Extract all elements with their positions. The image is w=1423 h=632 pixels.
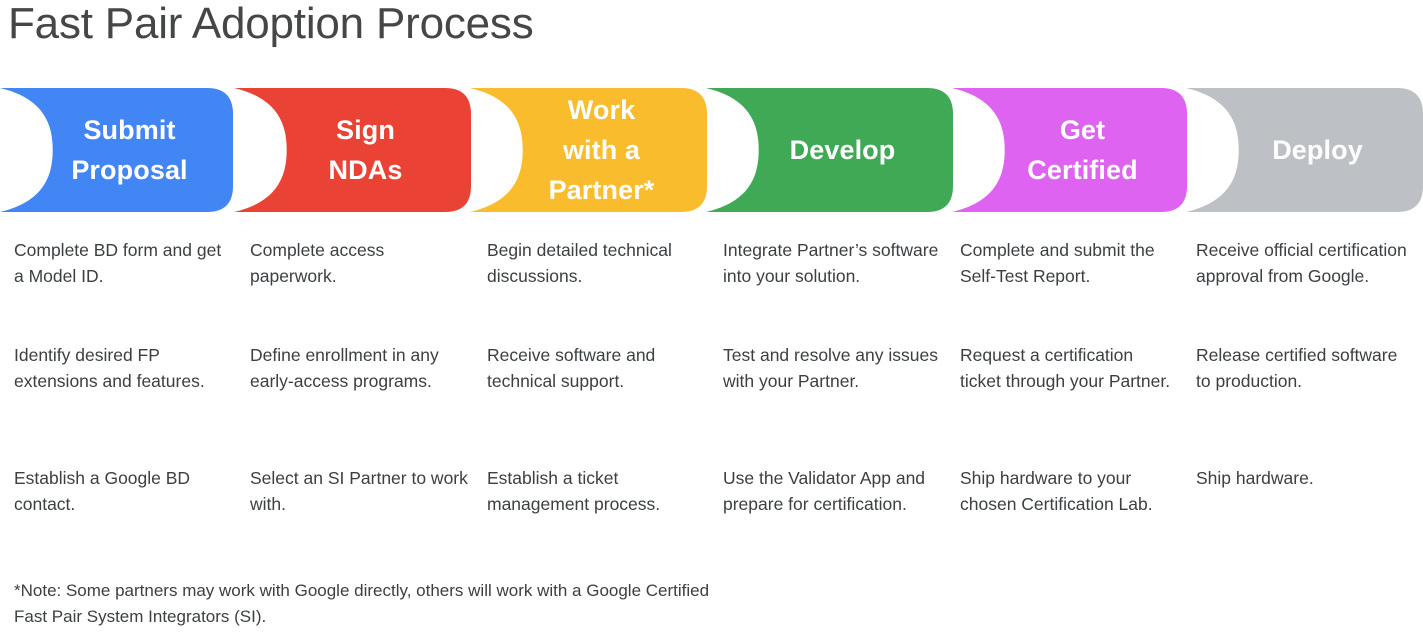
step-item-text: Ship hardware. [1196,468,1314,488]
footnote-note: *Note: Some partners may work with Googl… [14,581,710,626]
chevron-label-line: with a [562,135,641,165]
step-item-text: Establish a Google BD contact. [14,468,191,514]
step-item-slot: Define enrollment in any early-access pr… [250,343,468,394]
step-item-text: Release certified software to production… [1196,345,1398,391]
step-item-slot: Integrate Partner’s software into your s… [723,238,939,289]
step-item-slot: Begin detailed technical discussions. [487,238,705,289]
step-item-slot: Receive official certification approval … [1196,238,1408,289]
chevron-shape-submit-proposal [0,88,233,212]
step-item-slot: Ship hardware. [1196,466,1408,492]
step-item-slot: Identify desired FP extensions and featu… [14,343,230,394]
page-title: Fast Pair Adoption Process [8,0,534,48]
step-item-slot: Complete access paperwork. [250,238,468,289]
step-item-text: Define enrollment in any early-access pr… [250,345,439,391]
step-item-text: Use the Validator App and prepare for ce… [723,468,926,514]
step-item-text: Ship hardware to your chosen Certificati… [960,468,1153,514]
process-step-chevron-develop[interactable]: Develop [706,88,953,212]
step-item-text: Identify desired FP extensions and featu… [14,345,205,391]
chevron-label-deploy: Deploy [1238,130,1371,170]
chevron-shape-work-with-a-partner [470,88,707,212]
step-item-slot: Test and resolve any issues with your Pa… [723,343,939,394]
step-item-slot: Receive software and technical support. [487,343,705,394]
chevron-label-line: Get [1059,115,1106,145]
step-item-slot: Complete and submit the Self-Test Report… [960,238,1176,289]
step-item-text: Complete BD form and get a Model ID. [14,240,222,286]
chevron-shape-get-certified [952,88,1187,212]
process-step-chevron-deploy[interactable]: Deploy [1186,88,1423,212]
step-item-text: Establish a ticket management process. [487,468,661,514]
step-item-text: Receive official certification approval … [1196,240,1407,286]
step-item-slot: Establish a ticket management process. [487,466,705,517]
step-item-slot: Ship hardware to your chosen Certificati… [960,466,1176,517]
chevron-shape-sign-ndas [234,88,471,212]
chevron-label-line: Partner* [548,175,655,205]
step-item-text: Request a certification ticket through y… [960,345,1171,391]
chevron-label-line: Proposal [71,155,188,185]
step-item-slot: Select an SI Partner to work with. [250,466,468,517]
process-step-chevron-work-with-a-partner[interactable]: Work with a Partner* [470,88,707,212]
step-item-slot: Use the Validator App and prepare for ce… [723,466,939,517]
step-item-text: Integrate Partner’s software into your s… [723,240,939,286]
step-item-slot: Establish a Google BD contact. [14,466,230,517]
chevron-label-line: Develop [789,135,896,165]
chevron-label-line: Sign [336,115,395,145]
chevron-shape-deploy [1186,88,1423,212]
step-item-text: Select an SI Partner to work with. [250,468,468,514]
step-item-text: Receive software and technical support. [487,345,656,391]
chevron-label-work-with-a-partner: Work with a Partner* [515,90,663,210]
step-item-text: Complete access paperwork. [250,240,385,286]
chevron-label-line: Submit [83,115,176,145]
step-item-slot: Request a certification ticket through y… [960,343,1176,394]
step-item-slot: Release certified software to production… [1196,343,1408,394]
chevron-label-line: Certified [1027,155,1138,185]
chevron-label-line: NDAs [328,155,403,185]
step-item-text: Test and resolve any issues with your Pa… [723,345,938,391]
step-item-slot: Complete BD form and get a Model ID. [14,238,230,289]
step-item-text: Complete and submit the Self-Test Report… [960,240,1155,286]
process-columns: Complete BD form and get a Model ID. Iden… [0,238,1423,568]
chevron-shape-develop [706,88,953,212]
chevron-label-develop: Develop [756,130,904,170]
chevron-label-line: Deploy [1272,135,1363,165]
chevron-label-line: Work [567,95,636,125]
step-item-text: Begin detailed technical discussions. [487,240,672,286]
